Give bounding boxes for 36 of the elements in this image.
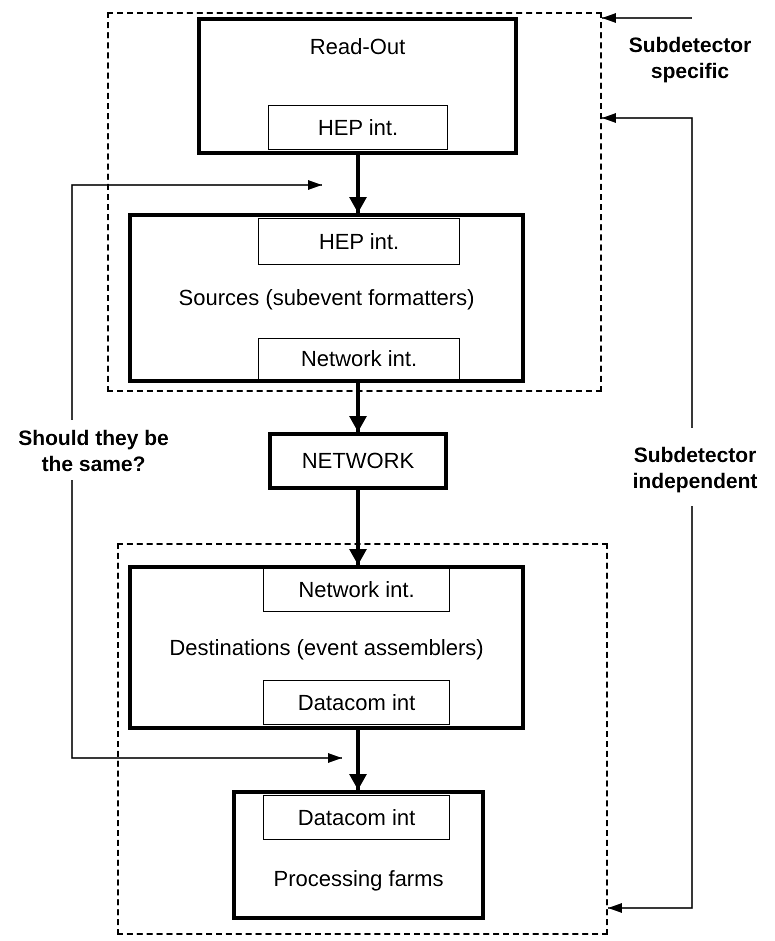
arrow xyxy=(71,480,342,763)
block-box xyxy=(232,790,485,920)
arrow xyxy=(349,383,367,432)
box-label: Destinations (event assemblers) xyxy=(169,634,484,662)
interface-box xyxy=(263,795,450,840)
arrow xyxy=(71,180,322,420)
arrow xyxy=(349,490,367,565)
annotation-text: Should they be the same? xyxy=(17,426,170,478)
interface-box xyxy=(263,568,450,612)
arrow xyxy=(349,155,367,213)
arrow xyxy=(349,730,367,790)
block-box xyxy=(268,432,448,490)
box-label: HEP int. xyxy=(318,114,398,142)
interface-box xyxy=(268,105,448,150)
dashed-region xyxy=(107,12,602,392)
arrow xyxy=(602,113,693,428)
box-label: Datacom int xyxy=(298,688,416,716)
annotation-text: Subdetector specific xyxy=(628,32,752,85)
interface-box xyxy=(263,680,450,725)
box-label: Network int. xyxy=(300,345,418,373)
box-label: NETWORK xyxy=(302,447,414,475)
block-box xyxy=(197,17,518,155)
arrow xyxy=(608,506,693,913)
interface-box xyxy=(258,218,460,265)
block-box xyxy=(128,213,525,383)
box-label: Processing farms xyxy=(274,864,444,892)
box-label: Sources (subevent formatters) xyxy=(178,284,474,312)
box-label: Datacom int xyxy=(298,804,416,832)
box-label: Read-Out xyxy=(310,33,406,60)
arrow xyxy=(602,13,692,23)
box-label: Network int. xyxy=(298,576,415,604)
block-box xyxy=(128,565,525,730)
interface-box xyxy=(258,338,460,380)
box-label: HEP int. xyxy=(318,228,400,256)
annotation-text: Subdetector independent xyxy=(632,442,758,495)
dashed-region xyxy=(117,543,608,935)
